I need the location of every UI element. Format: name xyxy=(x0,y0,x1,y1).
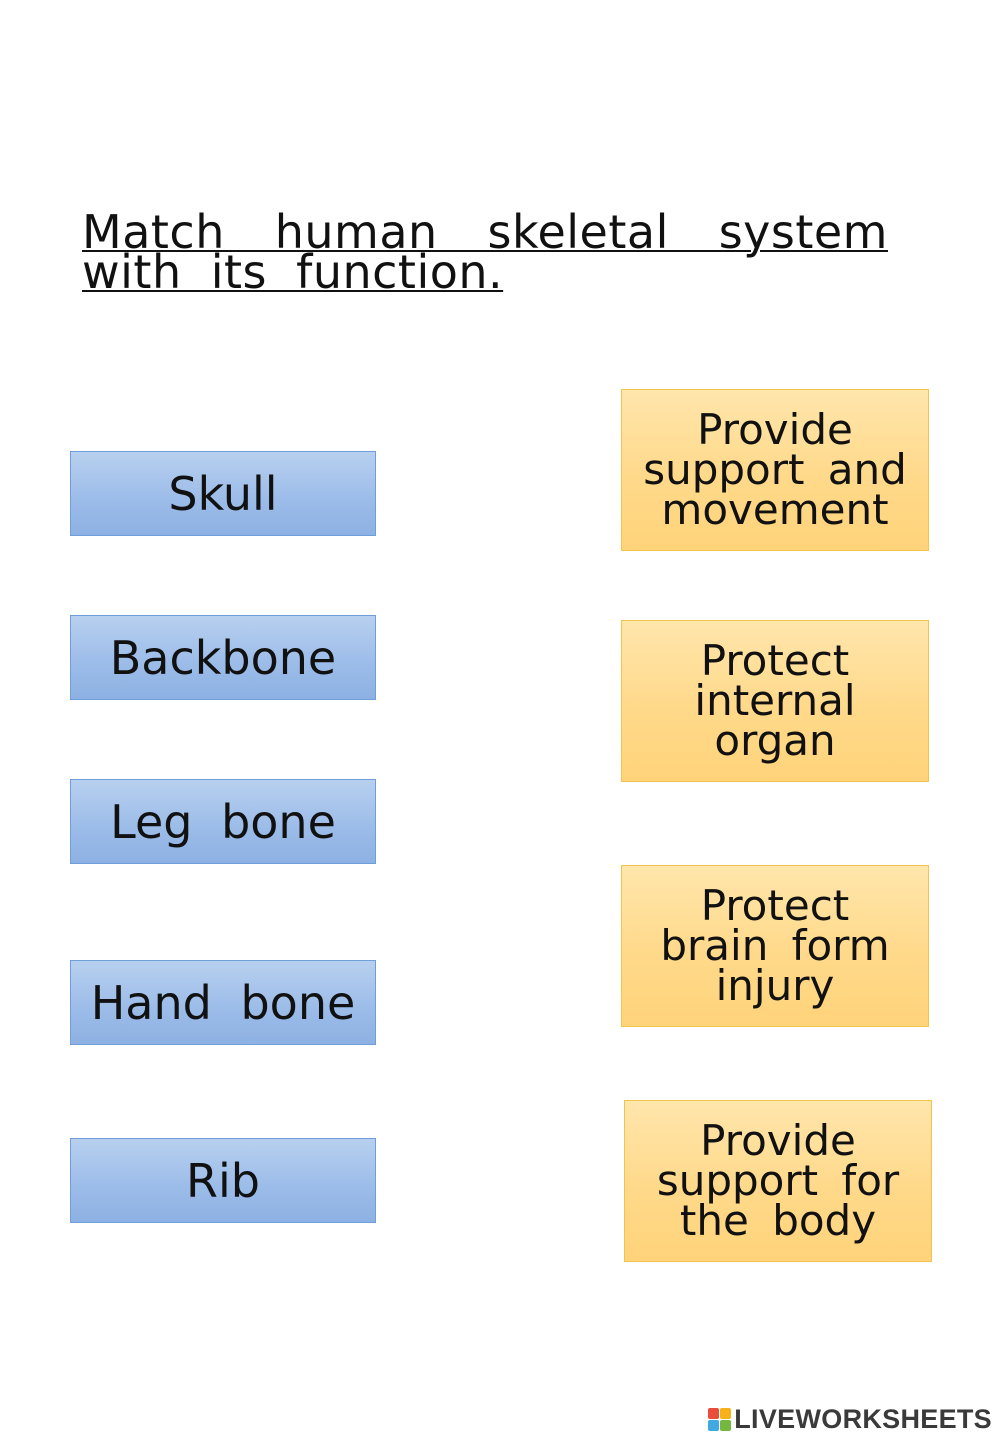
definition-label: Protect brain form injury xyxy=(660,881,890,1010)
definition-box-protect-internal-organ[interactable]: Protect internal organ xyxy=(621,620,929,782)
definition-box-support-body[interactable]: Provide support for the body xyxy=(624,1100,932,1262)
definition-box-support-movement[interactable]: Provide support and movement xyxy=(621,389,929,551)
term-box-backbone[interactable]: Backbone xyxy=(70,615,376,700)
term-box-rib[interactable]: Rib xyxy=(70,1138,376,1223)
logo-tile xyxy=(708,1408,720,1419)
definition-label: Protect internal organ xyxy=(694,636,856,765)
liveworksheets-logo-icon xyxy=(708,1408,732,1431)
definition-label: Provide support for the body xyxy=(656,1116,900,1245)
definition-label: Provide support and movement xyxy=(643,405,907,534)
logo-tile xyxy=(720,1420,732,1431)
term-label: Hand bone xyxy=(90,975,356,1030)
term-box-leg-bone[interactable]: Leg bone xyxy=(70,779,376,864)
logo-tile xyxy=(720,1408,732,1419)
term-box-skull[interactable]: Skull xyxy=(70,451,376,536)
liveworksheets-brand: LIVEWORKSHEETS xyxy=(708,1404,992,1435)
term-box-hand-bone[interactable]: Hand bone xyxy=(70,960,376,1045)
logo-tile xyxy=(708,1420,720,1431)
brand-name: LIVEWORKSHEETS xyxy=(734,1404,992,1434)
worksheet-title: Match human skeletal system with its fun… xyxy=(82,205,888,299)
term-label: Leg bone xyxy=(110,794,336,849)
term-label: Skull xyxy=(168,466,278,521)
definition-box-protect-brain[interactable]: Protect brain form injury xyxy=(621,865,929,1027)
term-label: Backbone xyxy=(109,630,337,685)
term-label: Rib xyxy=(186,1153,260,1208)
